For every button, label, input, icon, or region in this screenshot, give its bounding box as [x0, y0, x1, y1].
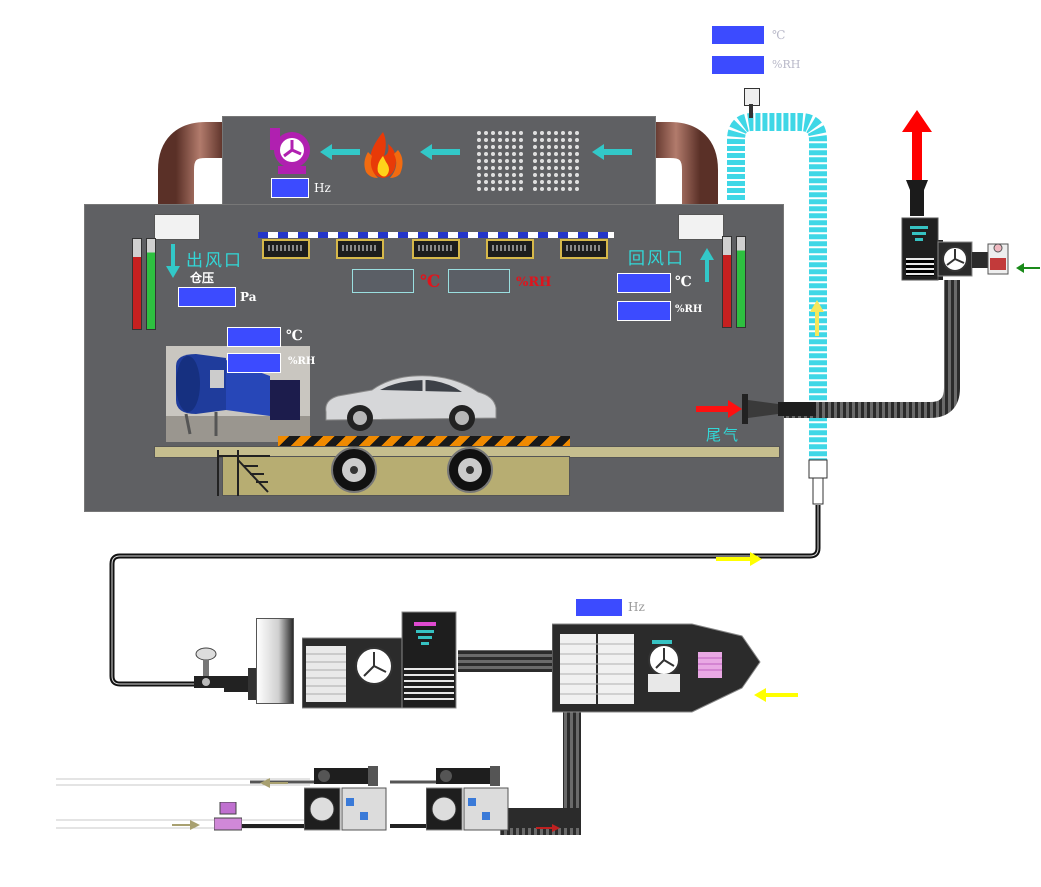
inlet-coupling — [224, 668, 258, 700]
bottom-supply-arrow-icon — [172, 820, 200, 830]
dyno-roller-right — [447, 447, 493, 493]
outlet-label: 出风口 — [186, 251, 243, 271]
top-duct-flow-arrows — [320, 144, 632, 160]
ceiling-light-5 — [560, 239, 608, 259]
intake-yellow-arrow-icon — [754, 688, 798, 702]
exhaust-outlet-red-arrow-icon — [902, 110, 932, 180]
top-fan-hz-unit: Hz — [314, 181, 331, 195]
chamber-pressure-label: 仓压 — [190, 271, 215, 285]
return-temp-unit: ℃ — [675, 274, 692, 290]
ahu-hz-unit: Hz — [628, 600, 645, 614]
bottom-return-arrow-icon — [260, 778, 288, 788]
top-duct-fan-icon — [270, 128, 310, 174]
exhaust-label: 尾气 — [706, 426, 741, 444]
chamber-temp-readout — [352, 269, 414, 293]
exhaust-hose — [780, 280, 960, 418]
ambient-temp-readout — [711, 25, 765, 45]
bottom-red-arrow-icon — [536, 824, 560, 832]
chamber-pressure-readout — [178, 287, 236, 307]
vehicle-car-image — [325, 375, 497, 431]
return-up-arrow-icon — [700, 248, 714, 282]
air-handler-unit-1 — [302, 611, 457, 709]
return-elbow-duct — [652, 122, 718, 215]
return-humidity-unit: %RH — [675, 304, 703, 315]
ambient-humidity-readout — [711, 55, 765, 75]
fan-humidity-readout — [227, 353, 281, 373]
fan-temp-readout — [227, 327, 281, 347]
fresh-air-green-arrow-icon — [1016, 263, 1040, 273]
exhaust-extractor-unit — [901, 180, 1009, 281]
outlet-elbow-duct — [158, 122, 224, 215]
pressure-unit: Pa — [240, 290, 257, 304]
water-valve-icon — [214, 802, 242, 831]
heater-flame-icon — [364, 132, 403, 178]
chamber-humidity-unit: %RH — [516, 275, 552, 290]
dyno-roller-left — [331, 447, 377, 493]
dyno-stairs — [217, 450, 270, 496]
ahu-hz-readout — [575, 598, 623, 617]
light-rail — [258, 232, 614, 238]
fan-humidity-unit: %RH — [288, 356, 316, 367]
exhaust-red-arrow-icon — [696, 400, 742, 418]
dyno-stripe — [278, 436, 570, 446]
ceiling-light-1 — [262, 239, 310, 259]
right-gauge-2 — [736, 236, 746, 328]
exhaust-connector — [742, 394, 816, 424]
silencer-box — [256, 618, 294, 704]
ceiling-light-3 — [412, 239, 460, 259]
chiller-unit-2 — [426, 766, 509, 831]
outlet-down-arrow-icon — [166, 244, 180, 278]
dyno-pit — [222, 456, 570, 496]
main-air-handler-unit — [552, 623, 761, 713]
chamber-temp-unit: ℃ — [420, 272, 441, 292]
ambient-temp-unit: ℃ — [772, 28, 786, 42]
chamber-humidity-readout — [448, 269, 510, 293]
return-label: 回风口 — [628, 249, 685, 269]
fan-temp-unit: ℃ — [286, 328, 303, 344]
return-humidity-readout — [617, 301, 671, 321]
blower-fan-photo — [166, 346, 310, 442]
left-gauge-2 — [146, 238, 156, 330]
return-temp-readout — [617, 273, 671, 293]
cyan-flex-hose-top — [727, 113, 827, 460]
return-pipe-flow-arrow-icon — [716, 552, 762, 566]
chiller-unit-1 — [304, 766, 387, 831]
ambient-humidity-unit: %RH — [772, 58, 801, 71]
outlet-flange — [154, 214, 200, 240]
valve-actuator-icon — [194, 647, 224, 688]
filter-grid-icon — [474, 128, 580, 194]
left-gauge-1 — [132, 238, 142, 330]
hose-flow-up-arrow-icon — [810, 300, 824, 336]
top-fan-hz-readout — [271, 178, 309, 198]
right-gauge-1 — [722, 236, 732, 328]
ceiling-light-4 — [486, 239, 534, 259]
return-flange — [678, 214, 724, 240]
ceiling-light-2 — [336, 239, 384, 259]
